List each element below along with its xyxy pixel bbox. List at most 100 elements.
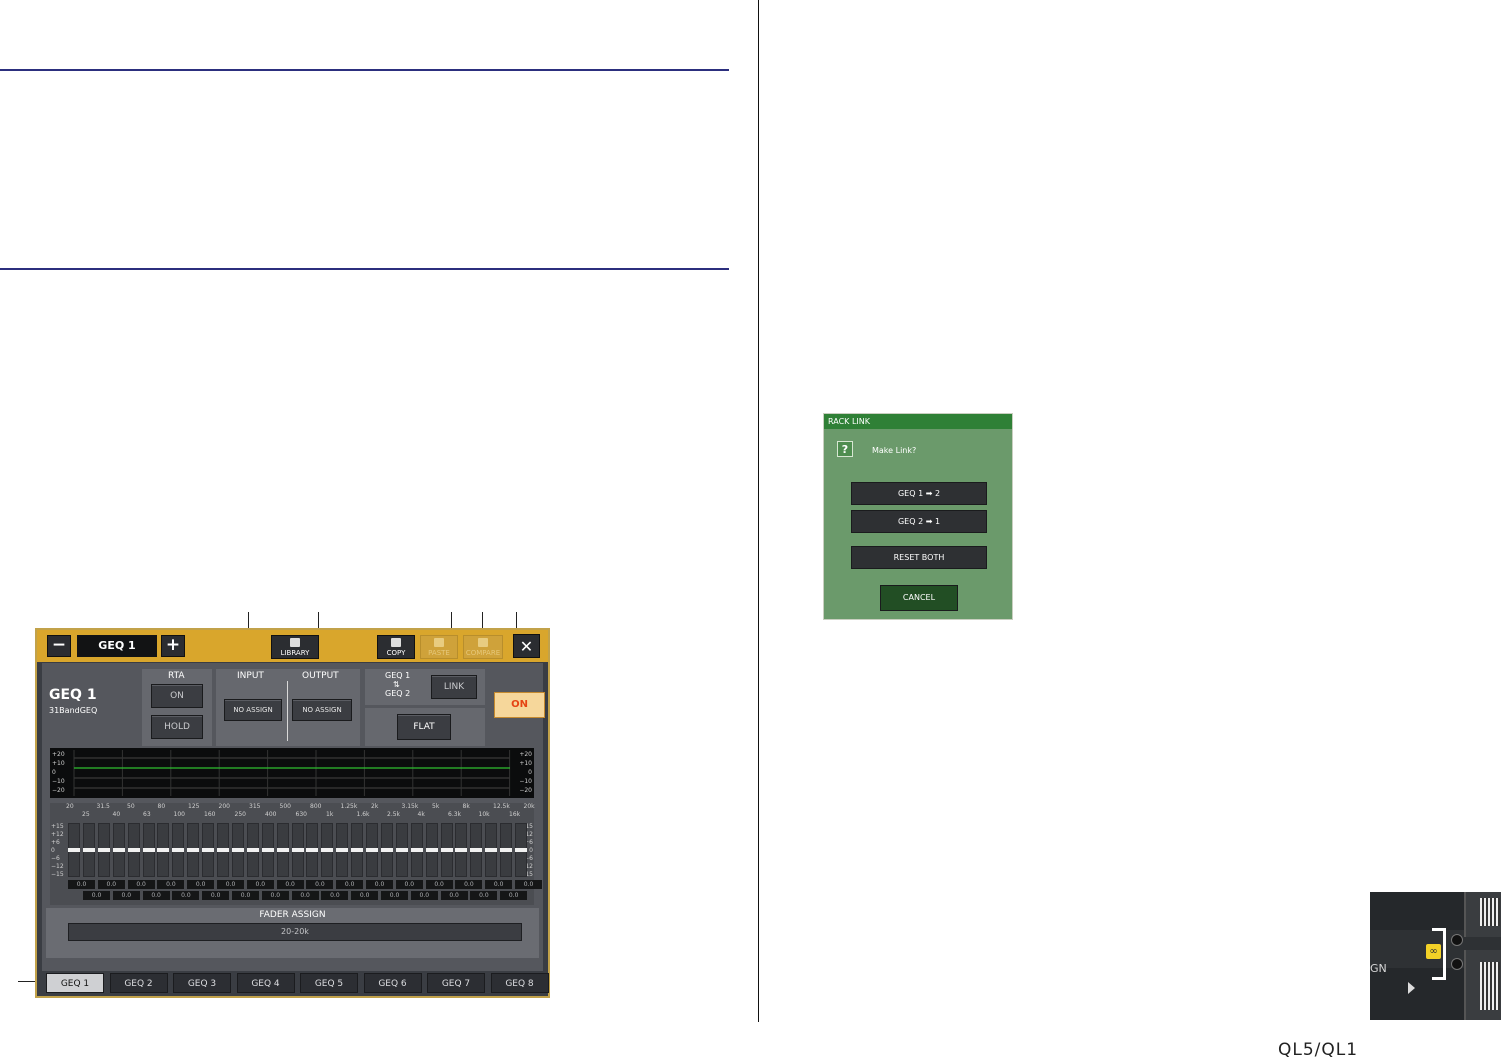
band-fader[interactable]: [455, 823, 468, 877]
fader-scale-tick: 0: [529, 847, 533, 854]
link-button[interactable]: LINK: [431, 675, 477, 699]
paste-button[interactable]: PASTE: [420, 635, 458, 659]
fader-knob[interactable]: [336, 848, 349, 852]
fader-knob[interactable]: [231, 848, 244, 852]
band-fader[interactable]: [82, 823, 95, 877]
band-fader[interactable]: [440, 823, 453, 877]
freq-label: 31.5: [96, 803, 110, 810]
band-fader[interactable]: [470, 823, 483, 877]
band-fader[interactable]: [68, 823, 80, 877]
band-fader[interactable]: [202, 823, 215, 877]
freq-label: 400: [265, 811, 277, 818]
band-fader[interactable]: [187, 823, 200, 877]
fader-knob[interactable]: [246, 848, 259, 852]
library-button[interactable]: LIBRARY: [271, 635, 319, 659]
band-fader[interactable]: [127, 823, 140, 877]
band-fader[interactable]: [172, 823, 185, 877]
fader-knob[interactable]: [112, 848, 125, 852]
tab-geq-6[interactable]: GEQ 6: [363, 973, 422, 993]
graph-scale-tick: −20: [52, 787, 65, 794]
fader-knob[interactable]: [68, 848, 80, 852]
fader-knob[interactable]: [366, 848, 378, 852]
freq-label: 50: [127, 803, 135, 810]
tab-geq-7[interactable]: GEQ 7: [427, 973, 485, 993]
tab-geq-2[interactable]: GEQ 2: [109, 973, 168, 993]
tab-geq-1[interactable]: GEQ 1: [46, 973, 104, 993]
fader-knob[interactable]: [395, 848, 408, 852]
cancel-button[interactable]: CANCEL: [880, 585, 958, 611]
fader-knob[interactable]: [455, 848, 468, 852]
band-fader[interactable]: [276, 823, 289, 877]
prev-rack-button[interactable]: −: [47, 635, 71, 657]
fader-knob[interactable]: [261, 848, 274, 852]
band-fader[interactable]: [351, 823, 364, 877]
fader-knob[interactable]: [410, 848, 423, 852]
band-fader[interactable]: [321, 823, 334, 877]
fader-knob[interactable]: [202, 848, 215, 852]
tab-geq-4[interactable]: GEQ 4: [236, 973, 295, 993]
flat-button[interactable]: FLAT: [397, 714, 451, 740]
link-1-to-2-button[interactable]: GEQ 1 ➡ 2: [851, 482, 987, 505]
fader-knob[interactable]: [217, 848, 229, 852]
band-fader[interactable]: [246, 823, 259, 877]
reset-both-button[interactable]: RESET BOTH: [851, 546, 987, 569]
band-fader[interactable]: [410, 823, 423, 877]
compare-button[interactable]: COMPARE: [463, 635, 503, 659]
fader-knob[interactable]: [157, 848, 170, 852]
band-fader[interactable]: [306, 823, 319, 877]
band-fader[interactable]: [366, 823, 378, 877]
fader-knob[interactable]: [500, 848, 513, 852]
fader-knob[interactable]: [306, 848, 319, 852]
freq-label: 800: [310, 803, 322, 810]
band-fader[interactable]: [97, 823, 110, 877]
next-rack-button[interactable]: +: [161, 635, 185, 657]
band-fader[interactable]: [395, 823, 408, 877]
fader-knob[interactable]: [127, 848, 140, 852]
tab-geq-3[interactable]: GEQ 3: [173, 973, 231, 993]
fader-knob[interactable]: [351, 848, 364, 852]
fader-knob[interactable]: [142, 848, 155, 852]
freq-label: 250: [234, 811, 246, 818]
fader-knob[interactable]: [187, 848, 200, 852]
fader-knob[interactable]: [97, 848, 110, 852]
rta-hold-button[interactable]: HOLD: [151, 715, 203, 739]
band-fader[interactable]: [485, 823, 498, 877]
freq-label: 2.5k: [387, 811, 401, 818]
tab-geq-5[interactable]: GEQ 5: [300, 973, 358, 993]
band-fader[interactable]: [112, 823, 125, 877]
fader-knob[interactable]: [425, 848, 438, 852]
band-fader[interactable]: [261, 823, 274, 877]
input-assign-button[interactable]: NO ASSIGN: [224, 699, 282, 721]
band-fader[interactable]: [217, 823, 229, 877]
freq-label: 1k: [326, 811, 334, 818]
fader-knob[interactable]: [276, 848, 289, 852]
band-fader[interactable]: [157, 823, 170, 877]
band-fader[interactable]: [142, 823, 155, 877]
band-fader[interactable]: [380, 823, 393, 877]
fader-knob[interactable]: [291, 848, 304, 852]
fader-knob[interactable]: [172, 848, 185, 852]
band-fader[interactable]: [425, 823, 438, 877]
fader-knob[interactable]: [515, 848, 527, 852]
eq-on-button[interactable]: ON: [494, 692, 545, 718]
close-button[interactable]: ✕: [513, 634, 540, 658]
band-fader[interactable]: [515, 823, 527, 877]
band-fader[interactable]: [336, 823, 349, 877]
tab-geq-8[interactable]: GEQ 8: [490, 973, 549, 993]
link-2-to-1-button[interactable]: GEQ 2 ➡ 1: [851, 510, 987, 533]
fader-assign-range-button[interactable]: 20-20k: [68, 923, 522, 941]
fader-knob[interactable]: [485, 848, 498, 852]
band-fader[interactable]: [291, 823, 304, 877]
input-label: INPUT: [237, 671, 264, 681]
band-fader[interactable]: [231, 823, 244, 877]
fader-knob[interactable]: [440, 848, 453, 852]
fader-knob[interactable]: [380, 848, 393, 852]
copy-button[interactable]: COPY: [377, 635, 415, 659]
fader-knob[interactable]: [321, 848, 334, 852]
output-assign-button[interactable]: NO ASSIGN: [292, 699, 352, 721]
callout-line: [18, 981, 36, 982]
fader-knob[interactable]: [82, 848, 95, 852]
band-fader[interactable]: [500, 823, 513, 877]
rta-on-button[interactable]: ON: [151, 684, 203, 708]
fader-knob[interactable]: [470, 848, 483, 852]
